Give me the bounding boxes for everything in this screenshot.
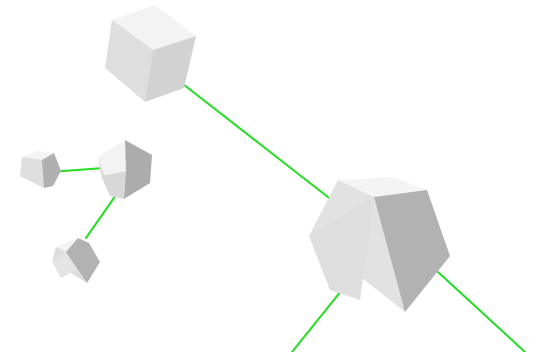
cube-right-face <box>374 190 450 312</box>
cube-left-face <box>20 157 44 188</box>
cube-front-face <box>52 252 76 278</box>
node-cube-large[interactable] <box>309 177 450 312</box>
cube-top-face <box>98 140 126 180</box>
cube-top-face <box>338 177 427 197</box>
cube-right-face <box>42 153 61 188</box>
node-cube-middle[interactable] <box>98 140 152 199</box>
cube-top-face <box>22 151 54 160</box>
node-cube-top-left[interactable] <box>105 5 196 102</box>
node-cube-bottom-left[interactable] <box>52 238 100 283</box>
cube-front-face <box>101 171 126 199</box>
cube-right-face <box>124 140 152 199</box>
node-cube-far-left[interactable] <box>20 151 61 188</box>
edge-top-left-to-large <box>164 69 334 202</box>
cube-left-face <box>105 20 153 102</box>
cube-front-face <box>309 197 374 300</box>
cube-top-face <box>112 5 196 50</box>
cube-right-face <box>66 238 100 283</box>
edge-large-to-offscreen-right <box>437 271 526 352</box>
cube-right-face <box>145 36 196 102</box>
